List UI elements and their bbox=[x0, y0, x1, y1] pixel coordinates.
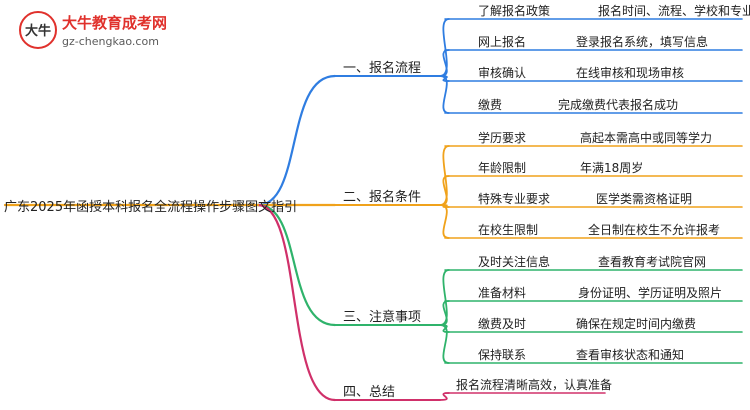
leaf-topic: 学历要求 bbox=[478, 131, 527, 145]
leaf-detail: 确保在规定时间内缴费 bbox=[576, 317, 697, 331]
site-url: gz-chengkao.com bbox=[62, 35, 159, 48]
site-logo[interactable]: 大牛 大牛教育成考网 gz-chengkao.com bbox=[18, 10, 228, 54]
leaf-detail: 全日制在校生不允许报考 bbox=[588, 223, 721, 237]
root-branch-connector bbox=[256, 74, 337, 207]
branch-label: 三、注意事项 bbox=[343, 310, 422, 325]
leaf-topic: 报名流程清晰高效，认真准备 bbox=[456, 378, 613, 392]
svg-text:大牛: 大牛 bbox=[25, 23, 51, 39]
root-topic: 广东2025年函授本科报名全流程操作步骤图文指引 bbox=[4, 200, 298, 215]
leaf-topic: 准备材料 bbox=[478, 286, 527, 300]
leaf-connector bbox=[439, 204, 450, 239]
leaf-detail: 医学类需资格证明 bbox=[596, 192, 693, 206]
leaf-detail: 高起本需高中或同等学力 bbox=[580, 131, 713, 145]
leaf-detail: 报名时间、流程、学校和专业 bbox=[598, 4, 750, 18]
leaf-connector bbox=[439, 18, 450, 77]
leaf-connector bbox=[439, 324, 450, 364]
leaf-topic: 特殊专业要求 bbox=[478, 192, 551, 206]
branch-label: 一、报名流程 bbox=[343, 61, 422, 76]
leaf-topic: 了解报名政策 bbox=[478, 4, 551, 18]
leaf-detail: 查看教育考试院官网 bbox=[598, 255, 707, 269]
leaf-topic: 网上报名 bbox=[478, 35, 527, 49]
logo-mark-icon: 大牛 bbox=[19, 11, 57, 49]
leaf-topic: 年龄限制 bbox=[478, 161, 527, 175]
site-name: 大牛教育成考网 bbox=[62, 14, 168, 32]
branch-label: 二、报名条件 bbox=[343, 190, 422, 205]
leaf-topic: 缴费 bbox=[478, 98, 503, 112]
branch-label: 四、总结 bbox=[343, 385, 396, 400]
leaf-connector bbox=[439, 392, 450, 401]
root-branch-connector bbox=[256, 203, 337, 327]
leaf-topic: 及时关注信息 bbox=[478, 255, 551, 269]
leaf-detail: 完成缴费代表报名成功 bbox=[558, 98, 679, 112]
leaf-topic: 保持联系 bbox=[478, 348, 527, 362]
leaf-connector bbox=[439, 269, 450, 326]
root-branch-connector bbox=[256, 203, 337, 402]
leaf-connector bbox=[439, 75, 450, 114]
leaf-detail: 年满18周岁 bbox=[580, 161, 644, 175]
leaf-topic: 缴费及时 bbox=[478, 317, 527, 331]
leaf-detail: 登录报名系统，填写信息 bbox=[576, 35, 709, 49]
leaf-detail: 身份证明、学历证明及照片 bbox=[578, 286, 723, 300]
leaf-detail: 查看审核状态和通知 bbox=[576, 348, 685, 362]
leaf-topic: 在校生限制 bbox=[478, 223, 539, 237]
leaf-detail: 在线审核和现场审核 bbox=[576, 66, 685, 80]
leaf-topic: 审核确认 bbox=[478, 66, 527, 80]
